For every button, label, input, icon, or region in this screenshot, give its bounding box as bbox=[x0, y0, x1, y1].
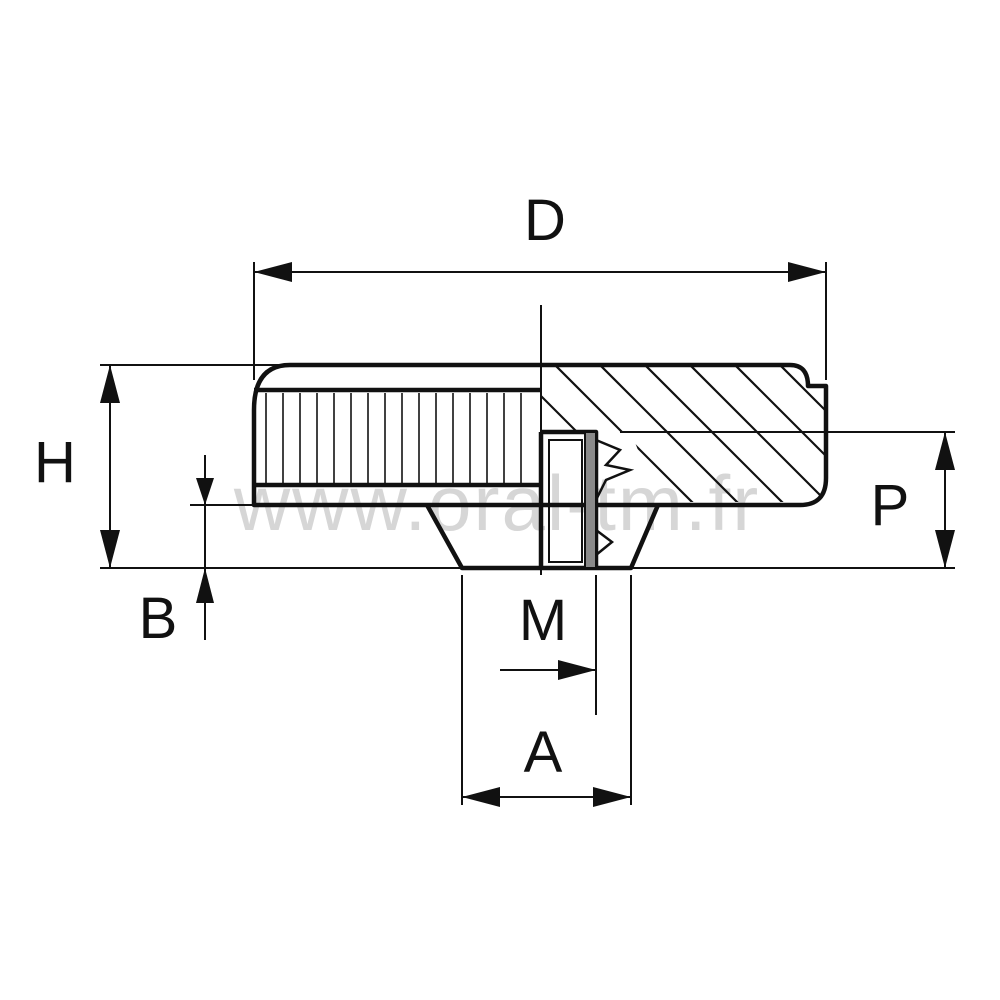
knob-head-outline bbox=[251, 362, 829, 508]
threaded-insert bbox=[584, 431, 597, 569]
dimension-label-P: P bbox=[871, 473, 910, 538]
bore-inner-wall bbox=[548, 439, 583, 563]
dimension-D bbox=[253, 262, 827, 380]
dimension-B bbox=[190, 455, 254, 640]
dimension-H bbox=[100, 364, 462, 569]
arrowhead-right bbox=[788, 262, 826, 282]
dimension-label-H: H bbox=[34, 430, 76, 495]
dimension-label-A: A bbox=[524, 720, 563, 785]
dimension-label-M: M bbox=[519, 588, 567, 653]
insert-teeth bbox=[594, 438, 635, 501]
insert-teeth-lower bbox=[595, 529, 615, 556]
dimension-P bbox=[620, 431, 955, 569]
dimension-A bbox=[461, 575, 632, 807]
dimension-label-D: D bbox=[524, 188, 566, 253]
knurl-pattern bbox=[265, 393, 522, 483]
dimension-M bbox=[500, 575, 597, 715]
arrowhead-left bbox=[254, 262, 292, 282]
dimension-label-B: B bbox=[139, 586, 178, 651]
knob-hub-outline bbox=[425, 503, 661, 571]
